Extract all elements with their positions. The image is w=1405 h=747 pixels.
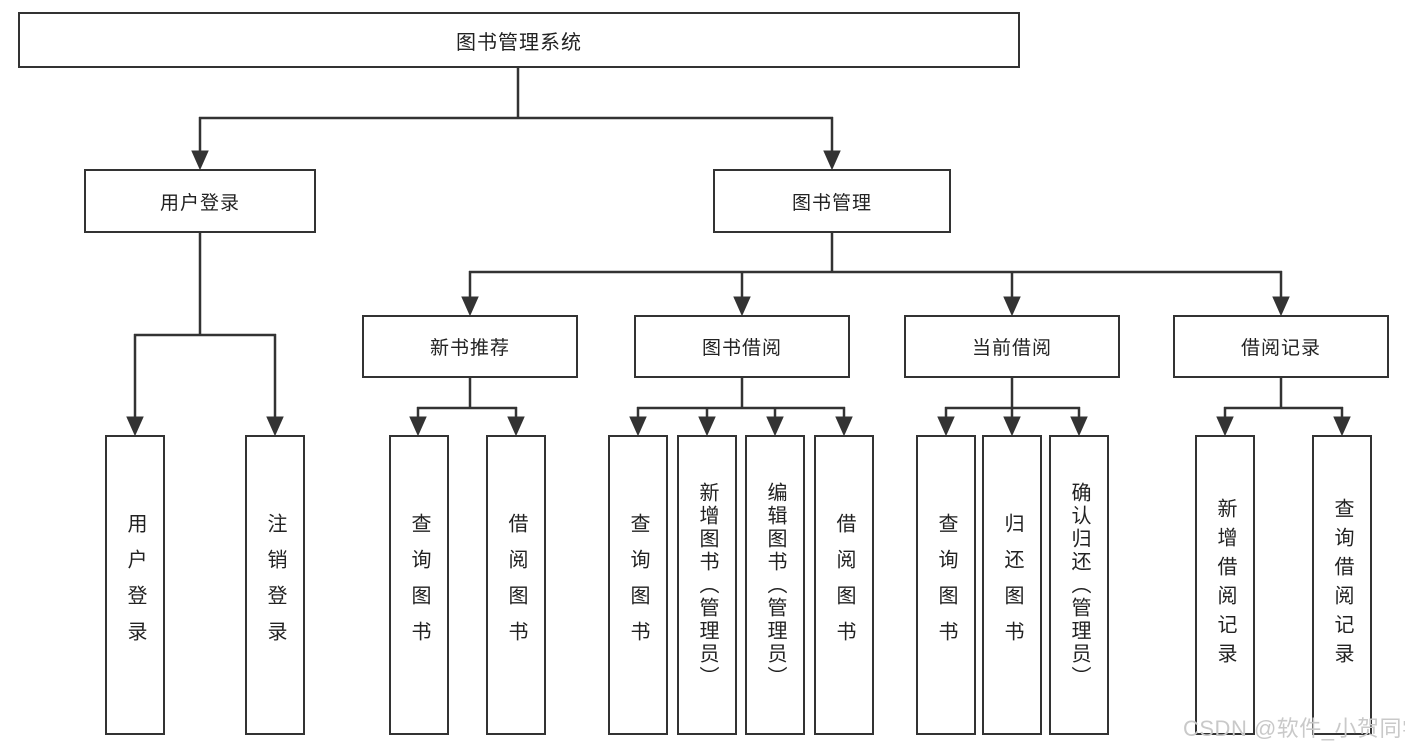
node-label: 图书管理 xyxy=(791,192,872,214)
leaf-label: 归还图书 xyxy=(1001,513,1023,657)
node-borrow-records: 借阅记录 xyxy=(1173,315,1389,378)
node-user-login: 用户登录 xyxy=(84,169,316,233)
node-label: 用户登录 xyxy=(159,192,240,214)
csdn-watermark: CSDN @软件_小贺同学 xyxy=(1183,716,1405,741)
leaf-records-query-borrow-record: 查询借阅记录 xyxy=(1312,435,1372,735)
leaf-borrow-add-books-admin: 新增图书（管理员） xyxy=(677,435,737,735)
node-library-management-system: 图书管理系统 xyxy=(18,12,1020,68)
leaf-label: 查询图书 xyxy=(627,513,649,657)
leaf-label: 新增图书（管理员） xyxy=(696,481,718,689)
leaf-label: 借阅图书 xyxy=(505,513,527,657)
leaf-user-login: 用户登录 xyxy=(105,435,165,735)
leaf-current-return-books: 归还图书 xyxy=(982,435,1042,735)
node-label: 图书借阅 xyxy=(701,338,782,359)
leaf-recommend-query-books: 查询图书 xyxy=(389,435,449,735)
leaf-label: 借阅图书 xyxy=(833,513,855,657)
leaf-label: 查询借阅记录 xyxy=(1331,498,1353,672)
node-label: 图书管理系统 xyxy=(456,31,582,54)
node-book-management: 图书管理 xyxy=(713,169,951,233)
leaf-label: 用户登录 xyxy=(124,513,146,657)
node-current-borrow: 当前借阅 xyxy=(904,315,1120,378)
leaf-borrow-query-books: 查询图书 xyxy=(608,435,668,735)
leaf-label: 查询图书 xyxy=(935,513,957,657)
leaf-label: 确认归还（管理员） xyxy=(1068,481,1090,689)
node-new-book-recommend: 新书推荐 xyxy=(362,315,578,378)
leaf-borrow-edit-books-admin: 编辑图书（管理员） xyxy=(745,435,805,735)
leaf-label: 注销登录 xyxy=(264,513,286,657)
leaf-recommend-borrow-books: 借阅图书 xyxy=(486,435,546,735)
leaf-label: 编辑图书（管理员） xyxy=(764,481,786,689)
leaf-label: 查询图书 xyxy=(408,513,430,657)
leaf-current-confirm-return-admin: 确认归还（管理员） xyxy=(1049,435,1109,735)
node-book-borrow: 图书借阅 xyxy=(634,315,850,378)
leaf-records-add-borrow-record: 新增借阅记录 xyxy=(1195,435,1255,735)
leaf-label: 新增借阅记录 xyxy=(1214,498,1236,672)
leaf-user-logout: 注销登录 xyxy=(245,435,305,735)
leaf-borrow-borrow-books: 借阅图书 xyxy=(814,435,874,735)
node-label: 借阅记录 xyxy=(1240,338,1321,359)
node-label: 当前借阅 xyxy=(971,338,1052,359)
node-label: 新书推荐 xyxy=(429,338,510,359)
leaf-current-query-books: 查询图书 xyxy=(916,435,976,735)
